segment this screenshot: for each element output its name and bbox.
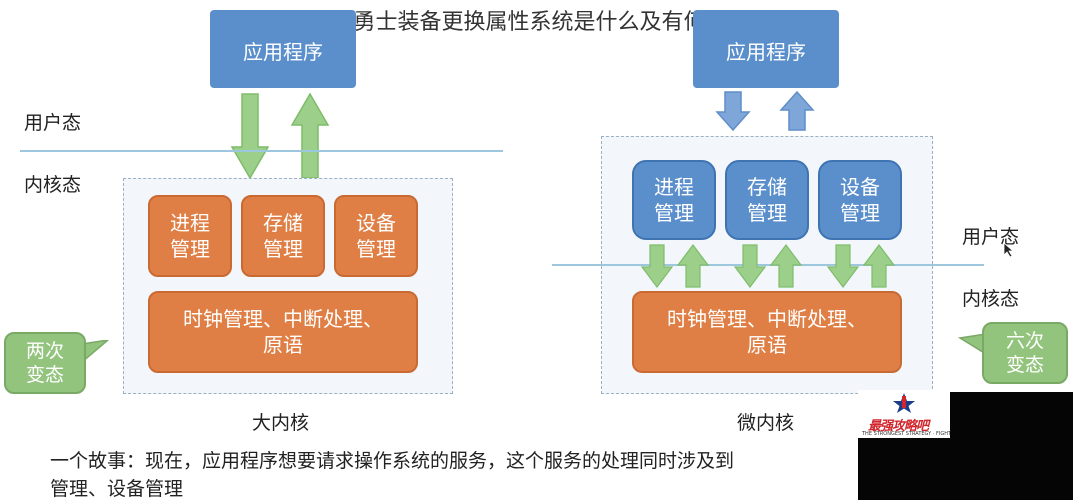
- left-caption: 大内核: [252, 412, 310, 434]
- story-line-2: 管理、设备管理: [50, 478, 184, 500]
- right-app-label: 应用程序: [726, 40, 806, 64]
- left-down-arrow: [230, 93, 270, 180]
- right-process-arrows: [640, 244, 710, 288]
- left-up-arrow: [290, 92, 330, 179]
- left-kernel-mode-label: 内核态: [24, 174, 82, 196]
- watermark-logo-text: 最强攻略吧: [868, 419, 929, 434]
- watermark-dark-block: [950, 392, 1073, 500]
- right-process-mgmt: 进程管理: [632, 160, 716, 240]
- mouse-cursor-icon: [1003, 242, 1015, 258]
- right-app-box: 应用程序: [693, 10, 839, 88]
- right-user-mode-label: 用户态: [962, 226, 1020, 248]
- left-clock-interrupt: 时钟管理、中断处理、原语: [148, 291, 418, 373]
- right-caption: 微内核: [737, 412, 795, 434]
- right-clock-interrupt: 时钟管理、中断处理、原语: [632, 291, 902, 373]
- left-bubble: 两次变态: [4, 332, 86, 394]
- left-process-mgmt: 进程管理: [148, 195, 232, 277]
- watermark-logo: 最强攻略吧 THE STRONGEST STRATEGY · FIGHT: [858, 390, 952, 438]
- watermark-dark-strip: [858, 438, 958, 500]
- story-line-1: 一个故事：现在，应用程序想要请求操作系统的服务，这个服务的处理同时涉及到: [50, 450, 735, 472]
- right-bubble: 六次变态: [982, 322, 1068, 384]
- story-text: 一个故事：现在，应用程序想要请求操作系统的服务，这个服务的处理同时涉及到 管理、…: [50, 447, 1050, 503]
- left-app-label: 应用程序: [243, 40, 323, 64]
- right-storage-mgmt: 存储管理: [725, 160, 809, 240]
- left-storage-mgmt: 存储管理: [241, 195, 325, 277]
- left-app-box: 应用程序: [210, 10, 356, 88]
- left-mode-divider: [20, 150, 503, 152]
- right-kernel-mode-label: 内核态: [962, 288, 1020, 310]
- right-device-arrows: [826, 244, 896, 288]
- left-user-mode-label: 用户态: [24, 112, 82, 134]
- right-up-arrow: [779, 90, 815, 131]
- star-logo-icon: [893, 393, 915, 413]
- right-mid-arrows: [640, 244, 896, 288]
- right-mode-divider: [552, 264, 984, 266]
- right-top-arrows: [715, 90, 815, 132]
- left-device-mgmt: 设备管理: [334, 195, 418, 277]
- right-device-mgmt: 设备管理: [818, 160, 902, 240]
- left-arrows: [230, 92, 330, 180]
- right-down-arrow: [715, 91, 751, 132]
- right-storage-arrows: [733, 244, 803, 288]
- watermark-logo-sub: THE STRONGEST STRATEGY · FIGHT: [862, 431, 952, 437]
